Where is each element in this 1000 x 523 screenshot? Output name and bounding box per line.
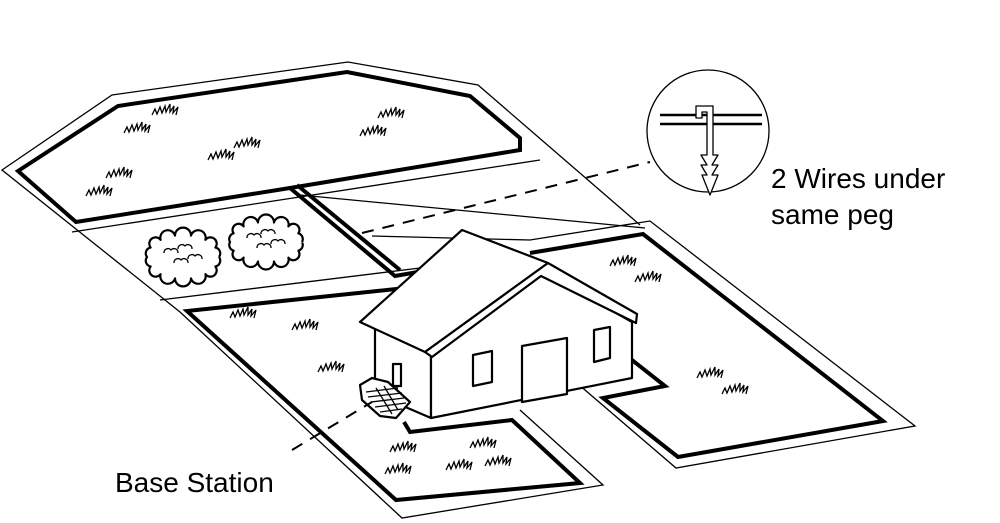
callout-circle (646, 69, 770, 193)
grass-tuft-icon (85, 184, 113, 197)
grass-tuft-icon (291, 318, 319, 331)
house-window (592, 325, 612, 364)
base-station-label: Base Station (115, 467, 274, 498)
grass-tuft-icon (151, 103, 179, 116)
house-roof-edge (423, 261, 639, 359)
power-supply-icon (391, 362, 403, 388)
grass-tuft-icon (233, 136, 261, 149)
grass-tuft-icon (389, 440, 417, 453)
peg-detail-callout (361, 69, 770, 234)
bush-icon (228, 213, 304, 271)
base-station-leader-line (291, 401, 373, 451)
peg-callout-label-line2: same peg (771, 199, 894, 230)
grass-tuft-icon (721, 382, 749, 395)
grass-tuft-icon (634, 270, 662, 283)
grass-tuft-icon (377, 106, 405, 119)
grass-tuft-icon (105, 166, 133, 179)
bush-icon (144, 226, 222, 288)
grass-tuft-icon (609, 254, 637, 267)
peg-icon (695, 105, 719, 196)
grass-tufts (85, 103, 749, 475)
grass-tuft-icon (696, 366, 724, 379)
grass-tuft-icon (359, 124, 387, 137)
grass-tuft-icon (229, 306, 257, 319)
grass-tuft-icon (207, 148, 235, 161)
house-window (471, 349, 494, 388)
grass-tuft-icon (469, 436, 497, 449)
house (358, 228, 639, 420)
boundary-wire (14, 69, 888, 503)
base-station (358, 362, 412, 420)
grass-tuft-icon (317, 360, 345, 373)
peg-callout-label-line1: 2 Wires under (771, 163, 946, 194)
bush (144, 213, 304, 288)
grass-tuft-icon (445, 458, 473, 471)
grass-tuft-icon (484, 454, 512, 467)
grass-tuft-icon (123, 121, 151, 134)
grass-tuft-icon (384, 462, 412, 475)
callout-leader-line (361, 161, 651, 234)
house-door (520, 336, 569, 404)
